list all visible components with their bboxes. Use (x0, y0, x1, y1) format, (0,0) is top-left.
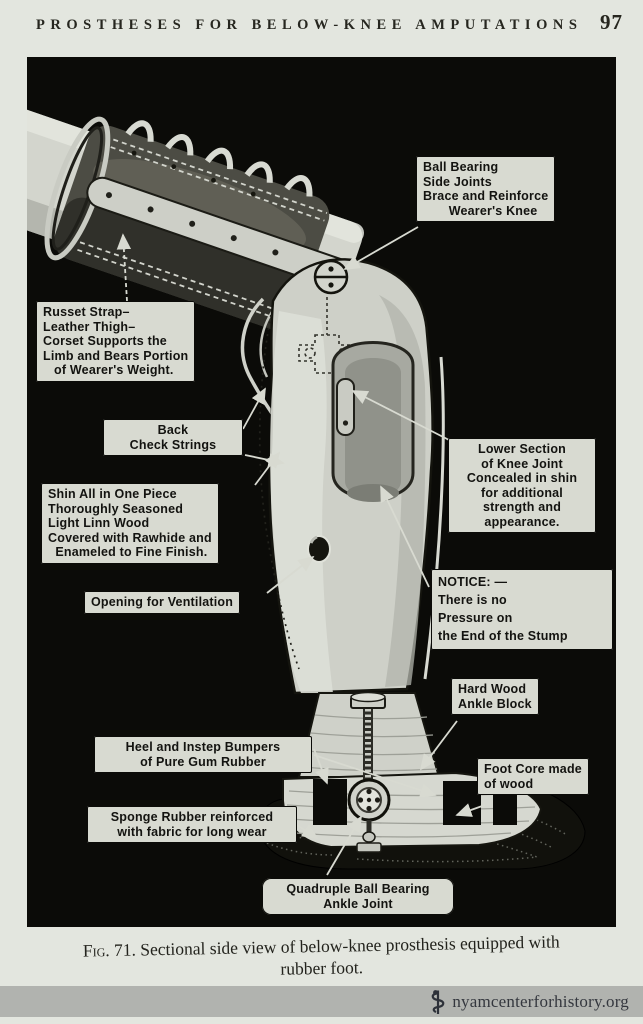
label-russet-strap-thigh-corset: Russet Strap– Leather Thigh– Corset Supp… (36, 301, 196, 382)
caption-fig-number: Fig. 71. (82, 939, 137, 961)
thigh-corset (27, 102, 367, 332)
instep-bumper (443, 781, 481, 825)
leader-arrow-shin (254, 451, 281, 486)
prosthesis-illustration (27, 102, 586, 876)
asclepius-staff-icon (432, 989, 445, 1014)
running-head: PROSTHESES FOR BELOW-KNEE AMPUTATIONS 97 (36, 10, 623, 35)
leader-arrow-foot-core (455, 803, 486, 817)
stump-socket (331, 341, 415, 502)
label-shin-one-piece: Shin All in One Piece Thoroughly Seasone… (41, 483, 219, 564)
label-opening-for-ventilation: Opening for Ventilation (84, 591, 241, 614)
label-hard-wood-ankle-block: Hard Wood Ankle Block (451, 678, 539, 715)
label-ball-bearing-side-joints: Ball Bearing Side Joints Brace and Reinf… (416, 156, 556, 222)
label-quadruple-ankle-joint: Quadruple Ball Bearing Ankle Joint (262, 878, 454, 915)
stitching (77, 138, 328, 325)
heel-bumper (313, 779, 347, 825)
watermark-text: nyamcenterforhistory.org (452, 991, 629, 1011)
leader-arrow-bumper-2 (313, 754, 437, 798)
leader-arrow-sponge (296, 824, 319, 839)
leader-arrow-lower-joint (351, 390, 452, 442)
page-title: PROSTHESES FOR BELOW-KNEE AMPUTATIONS (36, 17, 583, 33)
leader-arrow-ventilation (266, 555, 315, 594)
label-heel-instep-bumpers: Heel and Instep Bumpers of Pure Gum Rubb… (94, 736, 312, 773)
figure-plate: Ball Bearing Side Joints Brace and Reinf… (27, 57, 616, 927)
figure-caption: Fig. 71. Sectional side view of below-kn… (0, 930, 643, 986)
label-notice-no-pressure: NOTICE: — There is no Pressure on the En… (431, 569, 613, 650)
leader-arrow-check-1 (242, 387, 266, 430)
label-sponge-rubber: Sponge Rubber reinforced with fabric for… (87, 806, 297, 843)
knee-joint (313, 259, 349, 295)
leader-arrow-bumper-1 (313, 748, 329, 785)
leader-arrow-ball-bearing (343, 226, 419, 270)
leader-arrow-notice (380, 485, 430, 588)
ankle-joint (347, 778, 391, 853)
leader-arrows (116, 226, 486, 876)
label-back-check-strings: Back Check Strings (103, 419, 243, 456)
lower-knee-joint-pin (336, 378, 355, 436)
ventilation-hole (307, 535, 331, 563)
lacing-loops (125, 120, 313, 197)
page-number: 97 (600, 10, 623, 34)
leader-arrow-ankle-joint (326, 815, 362, 876)
watermark-bar: nyamcenterforhistory.org (0, 986, 643, 1017)
label-lower-knee-joint: Lower Section of Knee Joint Concealed in… (448, 438, 596, 533)
label-foot-core: Foot Core made of wood (477, 758, 589, 795)
leader-arrow-ankle-block (419, 720, 458, 771)
